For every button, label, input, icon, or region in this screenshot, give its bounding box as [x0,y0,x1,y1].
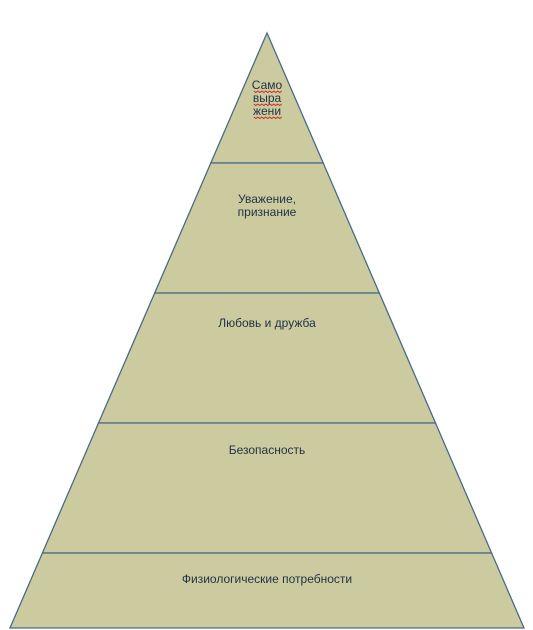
pyramid-layer-5 [9,552,525,629]
pyramid-layer-2-label-line-1: Уважение, [238,192,296,206]
pyramid-layer-1-label-line-3: жени [253,104,281,118]
pyramid-layer-4-label-line-1: Безопасность [229,443,306,457]
pyramid-layer-2 [153,162,381,294]
spellcheck-underline [253,90,283,94]
spellcheck-underline [253,103,283,107]
pyramid-layers [9,31,525,629]
spellcheck-underline [253,116,283,120]
pyramid-layer-3-label-line-1: Любовь и дружба [218,316,316,330]
pyramid-layer-1-label-line-1: Само [252,78,283,92]
pyramid-layer-5-label-line-1: Физиологические потребности [182,572,352,586]
pyramid-layer-3 [97,292,437,424]
pyramid-layer-1-label-line-2: выра [253,91,282,105]
pyramid-layer-2-label-line-2: признание [238,205,297,219]
